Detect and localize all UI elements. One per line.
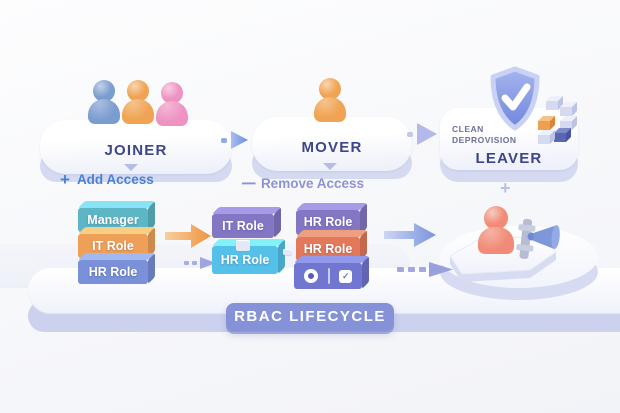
person-icon [121,80,155,124]
joiner-label: JOINER [104,142,168,159]
connector [283,249,292,255]
role-stack-joiner: Manager IT Role HR Role [78,208,148,288]
role-block-hr: HR Role [78,260,148,284]
plus-icon: + [500,178,511,198]
mover-label: MOVER [301,139,363,156]
remove-access-label: − Remove Access [241,173,365,193]
leaver-note: CLEAN DEPROVISION [452,124,517,145]
minus-icon: − [241,173,257,193]
person-icon [477,206,515,254]
shield-check-icon [490,66,540,131]
divider [327,268,330,284]
arrow-right-icon [165,224,211,248]
dashed-arrow-icon [397,262,453,277]
person-icon [313,78,347,122]
dashed-arrow-icon [184,257,216,269]
megaphone-icon [516,218,560,259]
record-icon [303,269,318,283]
lifecycle-banner: RBAC LIFECYCLE [226,303,394,331]
add-access-label: + Add Access [60,169,154,189]
role-stack-mover-after: HR Role HR Role ✓ [294,210,364,292]
arrow-right-icon [221,131,248,149]
role-block-it: IT Role [212,214,274,238]
plus-icon: + [60,169,70,189]
checkbox-icon: ✓ [339,269,353,283]
chevron-down-icon [323,163,337,170]
stage-card-mover: MOVER [252,117,412,171]
connector [236,240,250,251]
person-icon [87,80,121,124]
arrow-right-icon [407,123,437,145]
person-icon [155,82,189,126]
leaver-label: LEAVER [475,150,543,167]
chevron-down-icon [124,164,138,171]
cubes-icon [538,96,577,144]
audit-block: ✓ [294,263,362,289]
arrow-right-icon [384,223,436,247]
